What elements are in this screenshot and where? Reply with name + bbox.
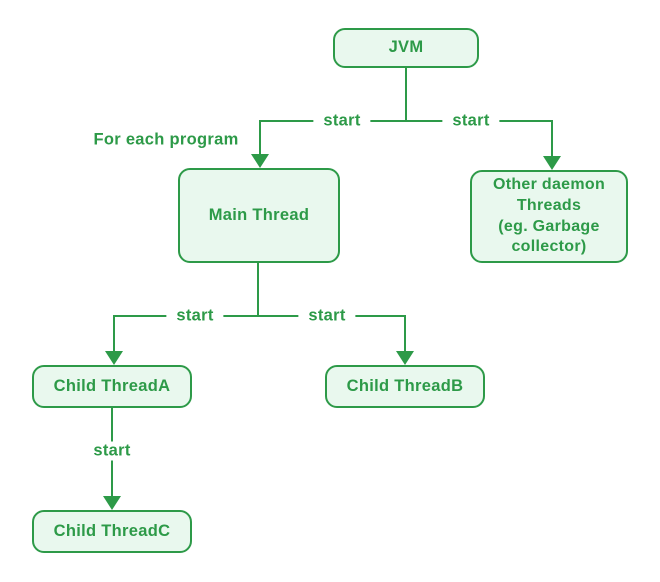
arrowhead-child-thread-c-icon bbox=[103, 496, 121, 510]
connector-to-child-thread-b bbox=[403, 314, 407, 355]
node-child-thread-a: Child ThreadA bbox=[32, 365, 192, 408]
node-other-daemon-threads: Other daemon Threads (eg. Garbage collec… bbox=[470, 170, 628, 263]
connector-to-child-thread-a bbox=[112, 314, 116, 355]
node-jvm-label: JVM bbox=[388, 38, 424, 57]
arrowhead-child-thread-a-icon bbox=[105, 351, 123, 365]
edge-label-child-a-to-child-c: start bbox=[83, 441, 141, 461]
node-child-thread-b-label: Child ThreadB bbox=[346, 376, 464, 395]
connector-jvm-horizontal bbox=[259, 119, 553, 122]
arrowhead-main-thread-icon bbox=[251, 154, 269, 168]
connector-main-horizontal bbox=[113, 314, 406, 317]
connector-to-daemon-threads bbox=[550, 119, 554, 160]
edge-label-main-to-child-b: start bbox=[298, 306, 356, 326]
node-child-thread-c: Child ThreadC bbox=[32, 510, 192, 553]
node-child-thread-a-label: Child ThreadA bbox=[53, 376, 171, 395]
connector-to-main-thread bbox=[258, 119, 262, 158]
connector-jvm-down bbox=[404, 66, 407, 121]
edge-label-jvm-to-daemon: start bbox=[442, 111, 500, 131]
annotation-for-each-program: For each program bbox=[93, 130, 239, 150]
node-child-thread-c-label: Child ThreadC bbox=[53, 521, 171, 540]
edge-label-jvm-to-main: start bbox=[313, 111, 371, 131]
node-child-thread-b: Child ThreadB bbox=[325, 365, 485, 408]
arrowhead-daemon-threads-icon bbox=[543, 156, 561, 170]
connector-main-down bbox=[256, 261, 260, 316]
arrowhead-child-thread-b-icon bbox=[396, 351, 414, 365]
edge-label-main-to-child-a: start bbox=[166, 306, 224, 326]
node-main-thread-label: Main Thread bbox=[208, 205, 310, 224]
node-jvm: JVM bbox=[333, 28, 479, 68]
node-other-daemon-threads-label: Other daemon Threads (eg. Garbage collec… bbox=[492, 175, 606, 256]
node-main-thread: Main Thread bbox=[178, 168, 340, 263]
